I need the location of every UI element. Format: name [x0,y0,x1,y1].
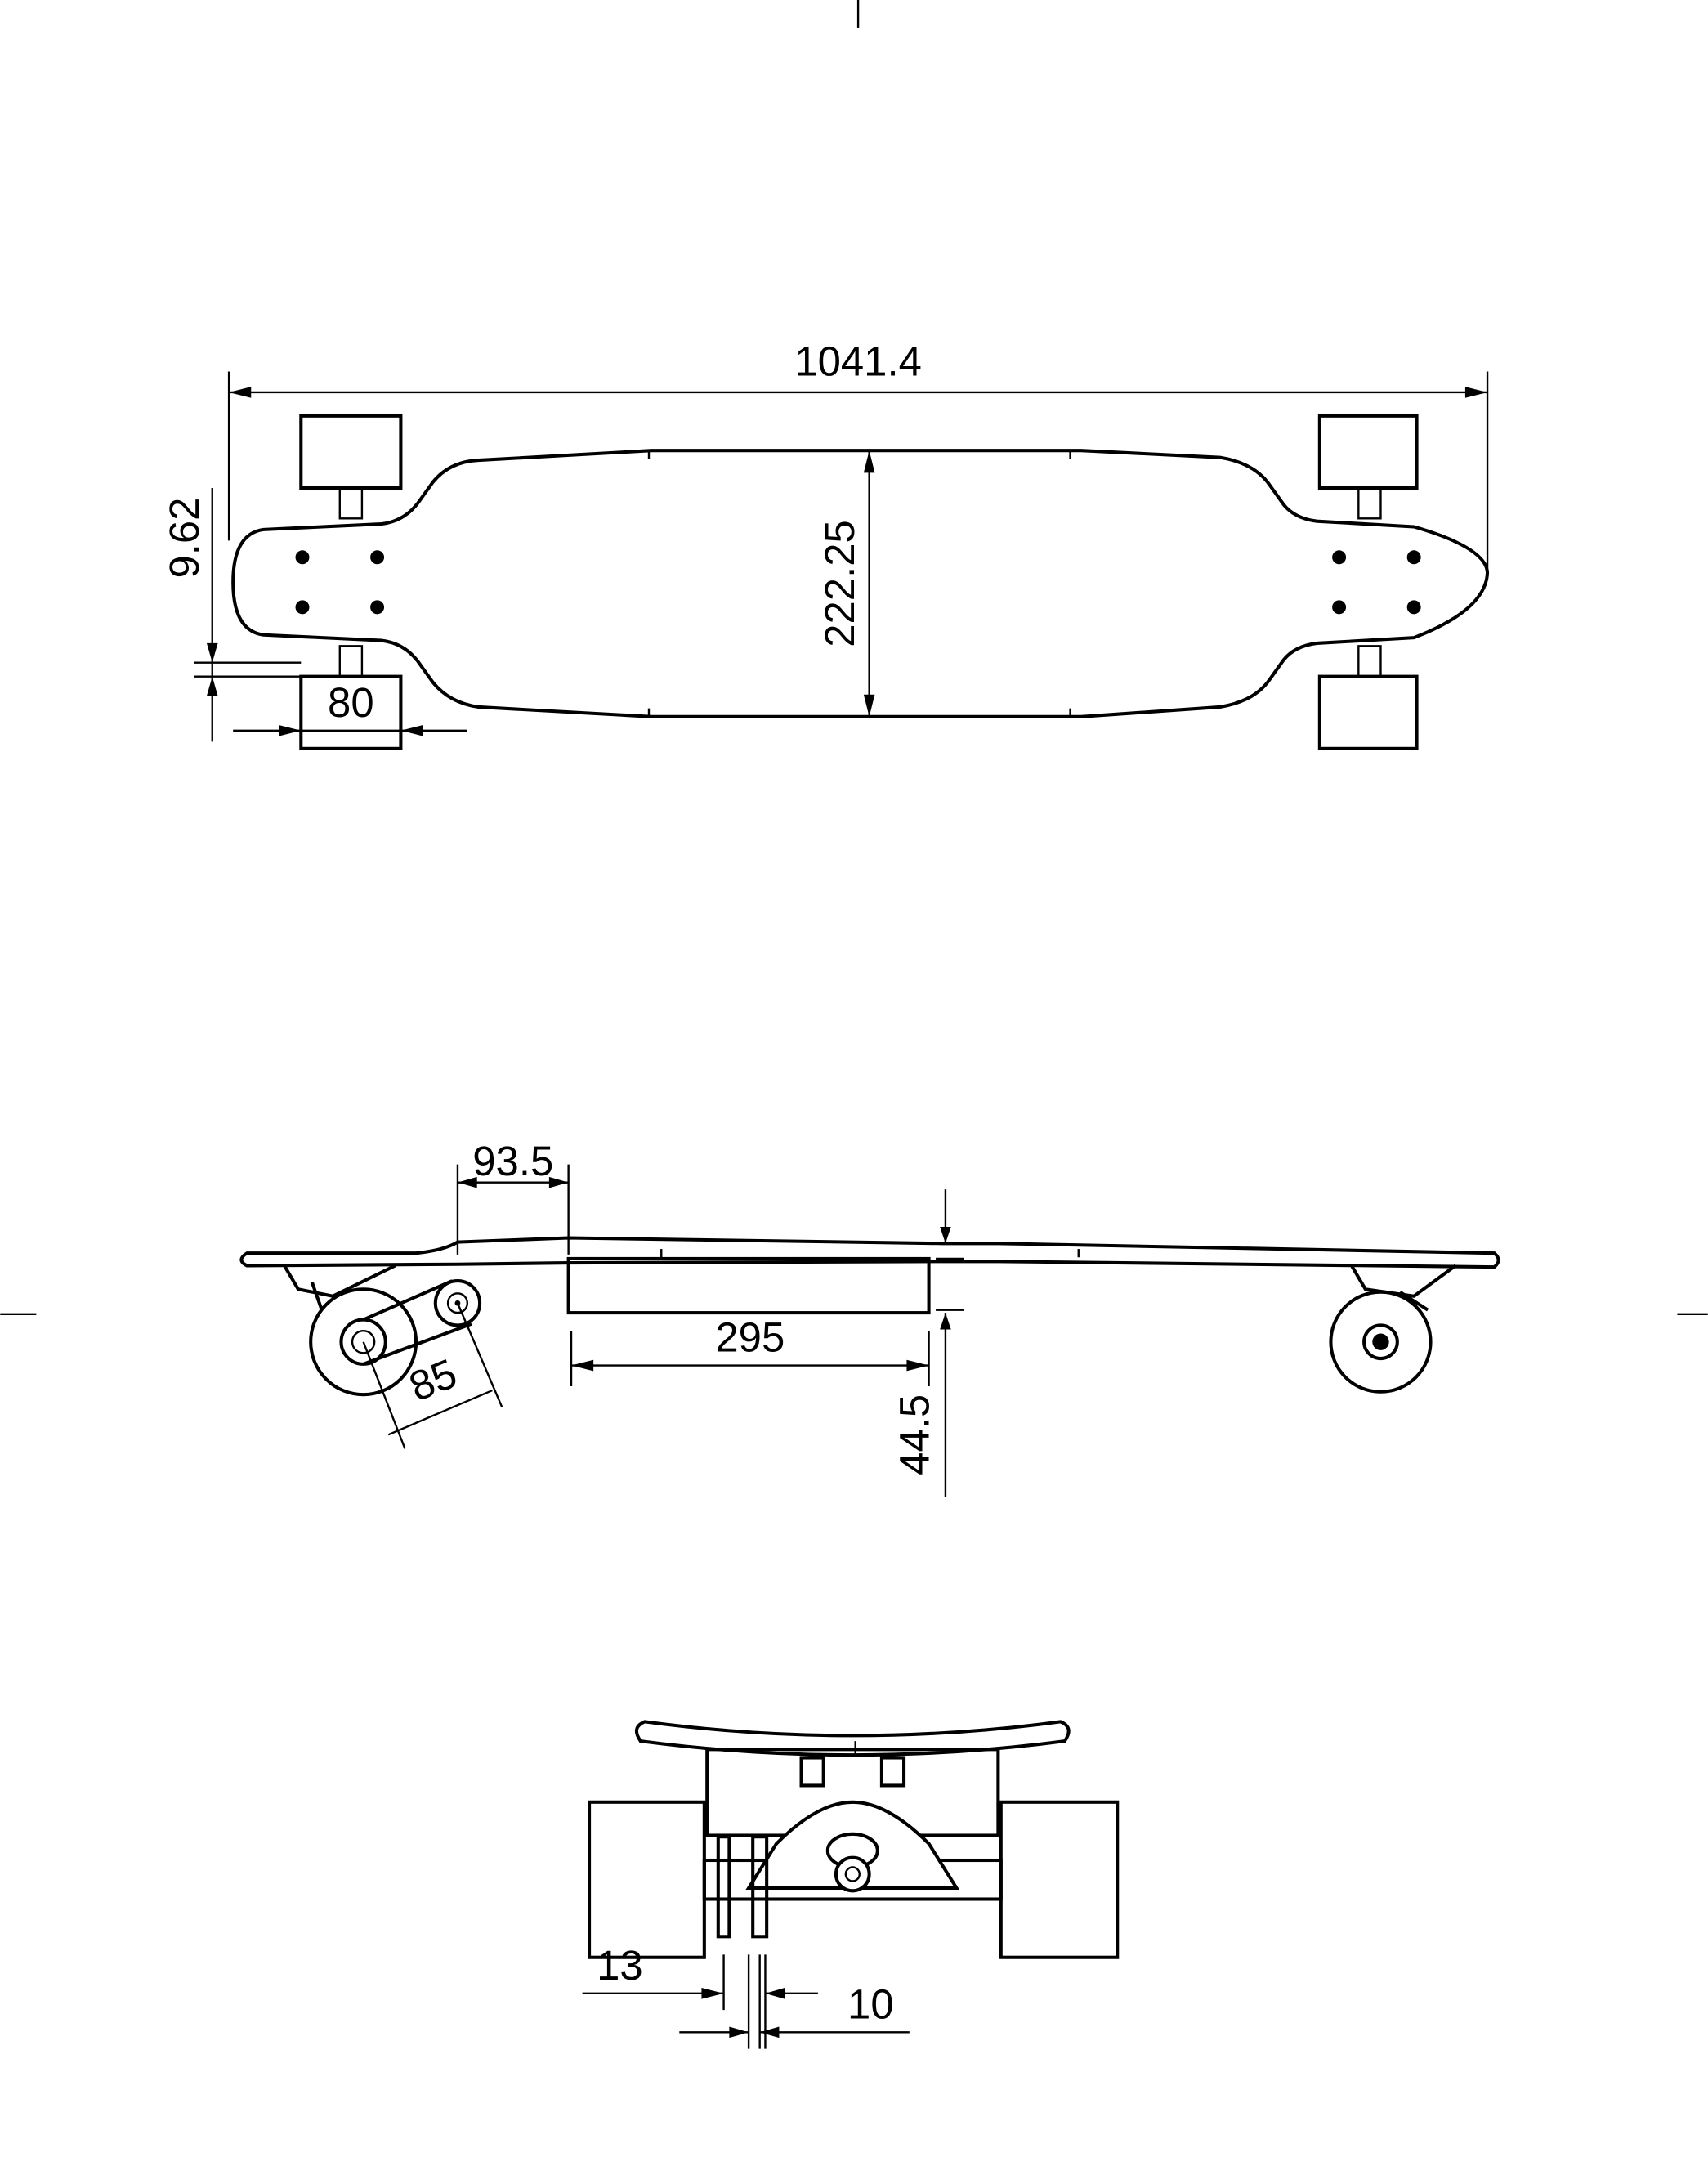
deck-side [239,1236,1500,1269]
left-wheel-front [588,1800,706,1959]
dim-label-motor-offset: 93.5 [472,1138,553,1184]
dim-front-left-gap: 13 [582,1942,725,2011]
side-view: 93.5 295 44.5 85 [239,1138,1500,1497]
dim-wheel-width: 80 [233,679,467,736]
dim-label-width: 222.25 [816,520,863,647]
dim-label-enclosure-length: 295 [715,1314,785,1361]
dim-wheel-offset: 9.62 [161,487,302,742]
dim-label-wheel-width: 80 [328,679,374,726]
top-wheels [299,414,1419,750]
front-view: 13 10 [582,1720,1120,2049]
dim-enclosure-length: 295 [570,1314,930,1386]
right-wheel-front [999,1800,1120,1959]
dim-label-spacing: 10 [847,1980,894,2027]
deck-marks [647,450,1071,717]
dim-enclosure-depth: 44.5 [892,1189,964,1497]
top-view: 1041.4 222.25 9.62 80 [161,338,1490,750]
dim-motor-offset: 93.5 [456,1138,570,1255]
sheet-center-marks [0,0,1708,1315]
deck-front [634,1720,1071,1757]
truck-mount-holes [295,550,1421,615]
dim-label-left-gap: 13 [597,1942,643,1989]
dim-overall-length: 1041.4 [227,338,1489,569]
rear-wheel [309,1287,418,1397]
truck-front [702,1756,1003,1939]
dim-deck-width: 222.25 [816,450,875,717]
dim-label-offset: 9.62 [161,498,208,579]
deck-outline-top [231,449,1490,718]
dim-front-spacing: 10 [679,1954,910,2049]
battery-enclosure [566,1256,931,1315]
dim-label-enclosure-depth: 44.5 [892,1394,938,1475]
dim-label-length: 1041.4 [794,338,922,385]
